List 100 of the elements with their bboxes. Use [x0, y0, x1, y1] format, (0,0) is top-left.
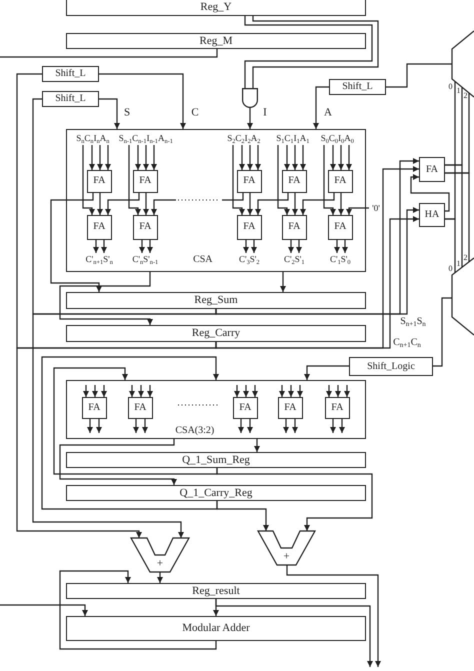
wire	[433, 297, 452, 367]
wire	[386, 63, 452, 88]
arrow	[292, 419, 298, 433]
arrow	[346, 145, 352, 170]
full-adder-box: FA	[236, 170, 262, 193]
shift-box: Shift_L	[42, 66, 99, 82]
arrow	[232, 145, 245, 215]
block-title: CSA(3:2)	[175, 426, 214, 436]
arrow	[326, 385, 332, 397]
full-adder-box: FA	[419, 157, 445, 182]
arrow	[128, 145, 141, 215]
edge-label: S	[122, 108, 132, 118]
arrow	[97, 145, 103, 170]
input-signal-label: S$_{0}$C$_{0}$I$_{0}$A$_{0}$	[316, 132, 358, 145]
adder-array-block	[66, 380, 366, 439]
arrow	[139, 240, 145, 253]
register-box: Reg_Y	[66, 0, 366, 16]
register-box: Q_1_Carry_Reg	[66, 485, 366, 501]
port-number: 0	[448, 264, 452, 272]
arrow	[147, 385, 153, 397]
wire	[445, 172, 470, 262]
register-box: Reg_M	[66, 33, 366, 49]
arrow	[99, 73, 186, 129]
arrow	[279, 385, 285, 397]
input-signal-label: S$_{n-1}$C$_{n-1}$I$_{n-1}$A$_{n-1}$	[114, 132, 177, 145]
arrow	[92, 385, 98, 397]
arrow	[151, 199, 176, 215]
full-adder-box: FA	[86, 170, 112, 193]
edge-label: A	[323, 108, 333, 118]
arrow	[252, 385, 258, 397]
arrow	[313, 86, 329, 129]
full-adder-box: FA	[132, 214, 158, 240]
wire	[445, 218, 456, 273]
modular-adder-box: Modular Adder	[66, 616, 366, 641]
arrow	[410, 174, 450, 212]
block-title: CSA	[193, 254, 213, 265]
arrow	[286, 565, 381, 667]
full-adder-box: FA	[132, 170, 158, 193]
arrow	[101, 240, 107, 253]
arrow	[215, 599, 373, 667]
port-number: 1	[456, 260, 460, 268]
arrow	[254, 439, 260, 452]
arrow	[296, 240, 302, 253]
signal-label: C$_{n+1}$C$_{n}$	[393, 338, 421, 348]
wire	[222, 193, 244, 201]
arrow	[338, 193, 344, 215]
output-signal-label: C'$_{n}$S'$_{n-1}$	[124, 252, 167, 266]
arrow	[300, 145, 306, 170]
arrow	[143, 193, 149, 215]
arrow	[41, 356, 219, 510]
arrow	[346, 207, 369, 215]
arrow	[330, 145, 336, 170]
wire	[445, 164, 463, 268]
arrow	[330, 419, 336, 433]
arrow	[288, 385, 294, 397]
half-adder-box: HA	[419, 203, 445, 227]
arrow	[215, 207, 419, 315]
output-signal-label: C'$_{1}$S'$_{0}$	[318, 252, 362, 266]
arrow	[157, 572, 163, 583]
arrow	[292, 193, 298, 215]
arrow	[304, 365, 349, 380]
arrow	[147, 240, 153, 253]
full-adder-box: FA	[328, 170, 353, 193]
arrow	[216, 501, 269, 531]
signal-label: S$_{n+1}$S$_{n}$	[400, 317, 426, 327]
and-gate	[242, 88, 258, 108]
input-signal-label: S$_{2}$C$_{2}$I$_{2}$A$_{2}$	[224, 132, 264, 145]
full-adder-box: FA	[278, 396, 303, 419]
input-signal-label: S$_{n}$C$_{n}$I$_{n}$A$_{n}$	[72, 132, 113, 145]
adder-symbol: +	[131, 538, 189, 572]
port-number: 2	[464, 254, 468, 262]
arrow	[247, 145, 253, 170]
constant-label: '0'	[369, 203, 383, 214]
arrow	[300, 193, 335, 215]
multiplexer	[452, 258, 474, 335]
edge-label: C	[190, 108, 200, 118]
arrow	[255, 145, 261, 170]
full-adder-box: FA	[128, 396, 153, 419]
arrow	[0, 604, 88, 616]
arrow	[59, 272, 153, 325]
arrow	[243, 385, 249, 397]
arrow	[335, 385, 341, 397]
arrow	[50, 193, 102, 292]
port-number: 1	[456, 87, 460, 95]
arrow	[133, 419, 139, 433]
arrow	[255, 193, 289, 215]
output-signal-label: C'$_{n+1}$S'$_{n}$	[78, 252, 121, 266]
arrow	[277, 145, 290, 215]
arrow	[288, 240, 294, 253]
full-adder-box: FA	[282, 170, 307, 193]
arrow	[323, 145, 336, 215]
full-adder-box: FA	[324, 396, 350, 419]
arrow	[99, 98, 120, 129]
arrow	[142, 419, 148, 433]
register-box: Q_1_Sum_Reg	[66, 452, 366, 468]
arrow	[243, 240, 249, 253]
edge-label: I	[262, 108, 268, 118]
full-adder-box: FA	[328, 214, 353, 240]
register-box: Reg_Sum	[66, 292, 366, 309]
arrow	[138, 385, 144, 397]
